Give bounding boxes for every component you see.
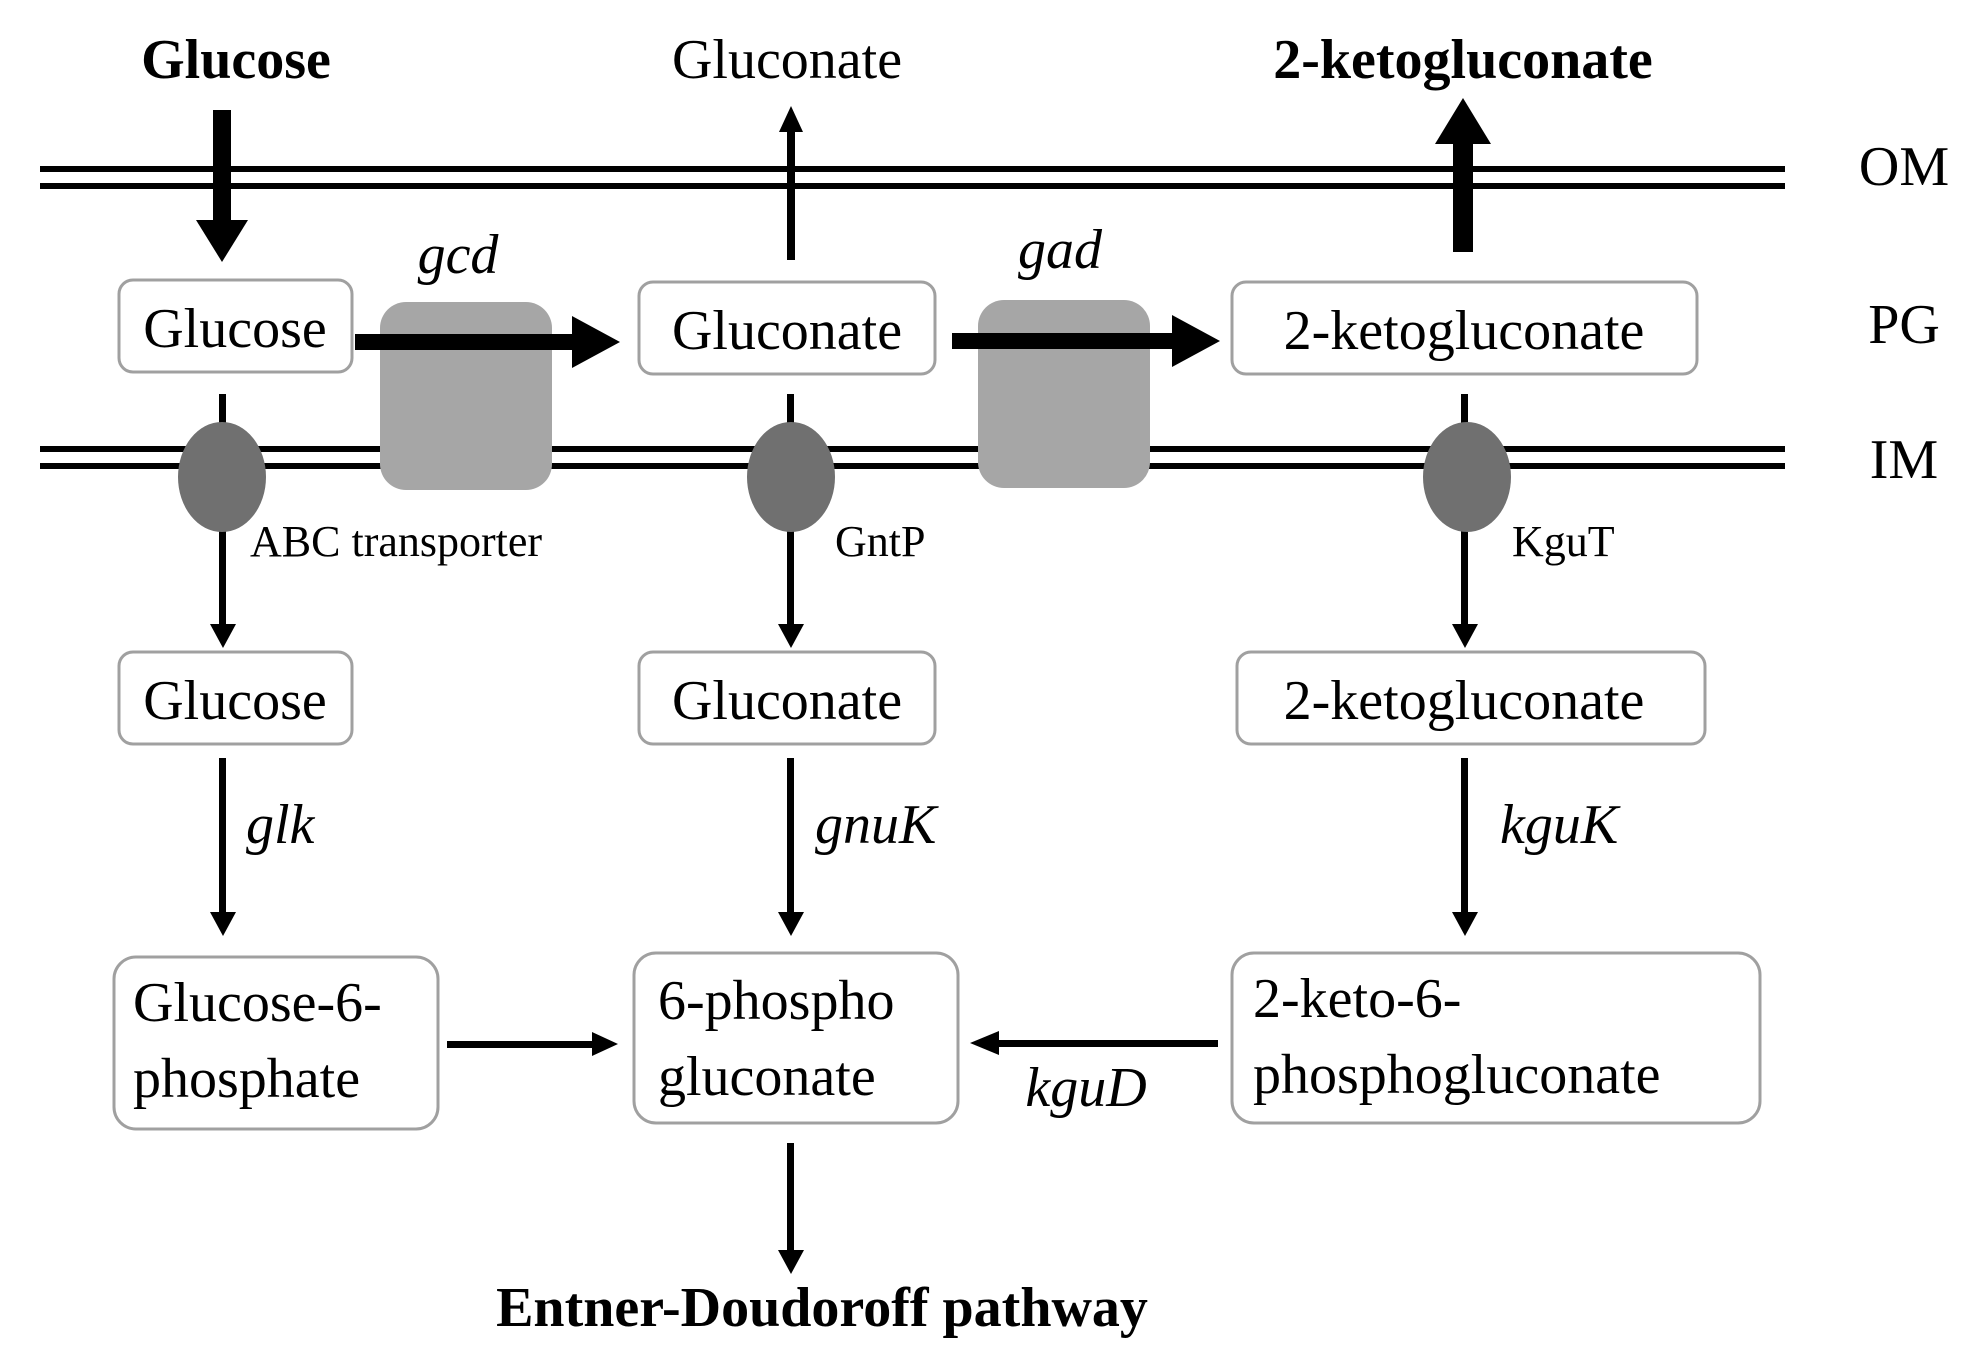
glucose-6-phosphate-node: Glucose-6- phosphate xyxy=(112,955,440,1131)
kguD-label: kguD xyxy=(1025,1057,1146,1119)
external-glucose-label: Glucose xyxy=(141,29,331,91)
kgut-transporter-ellipse xyxy=(1423,422,1511,532)
gad-label: gad xyxy=(1018,219,1103,281)
svg-text:2-ketogluconate: 2-ketogluconate xyxy=(1284,670,1645,732)
cytoplasm-gluconate-node: Gluconate xyxy=(637,650,937,746)
entner-doudoroff-pathway-label: Entner-Doudoroff pathway xyxy=(496,1277,1148,1339)
periplasm-glucose-node: Glucose xyxy=(117,278,354,374)
svg-text:Glucose: Glucose xyxy=(143,298,327,360)
svg-text:2-ketogluconate: 2-ketogluconate xyxy=(1284,300,1645,362)
svg-text:gluconate: gluconate xyxy=(658,1046,876,1108)
svg-text:Glucose: Glucose xyxy=(143,670,327,732)
gcd-arrow xyxy=(355,316,620,368)
kgut-label: KguT xyxy=(1512,517,1615,566)
periplasm-gluconate-node: Gluconate xyxy=(637,280,937,376)
layer-label-pg: PG xyxy=(1868,294,1940,356)
glucose-import-arrow xyxy=(196,110,248,262)
pathway-arrow xyxy=(778,1143,804,1274)
gad-arrow xyxy=(952,315,1220,367)
abc-transporter-ellipse xyxy=(178,422,266,532)
svg-text:2-keto-6-: 2-keto-6- xyxy=(1253,968,1461,1030)
svg-text:Glucose-6-: Glucose-6- xyxy=(133,972,382,1034)
glk-arrow xyxy=(210,758,236,936)
layer-label-om: OM xyxy=(1859,136,1949,198)
gnuK-arrow xyxy=(778,758,804,936)
cytoplasm-glucose-node: Glucose xyxy=(117,650,354,746)
kguK-arrow xyxy=(1452,758,1478,936)
g6p-to-6pg-arrow xyxy=(447,1032,618,1056)
outer-membrane xyxy=(40,166,1785,189)
ketogluconate-export-arrow xyxy=(1435,98,1491,252)
gntp-transporter-ellipse xyxy=(747,422,835,532)
svg-text:Gluconate: Gluconate xyxy=(672,670,902,732)
cytoplasm-ketogluconate-node: 2-ketogluconate xyxy=(1235,650,1707,746)
gcd-label: gcd xyxy=(418,224,500,286)
svg-text:phosphate: phosphate xyxy=(133,1048,360,1110)
gnuK-label: gnuK xyxy=(815,794,939,856)
glk-label: glk xyxy=(246,794,316,856)
kguK-label: kguK xyxy=(1500,794,1621,856)
external-ketogluconate-label: 2-ketogluconate xyxy=(1273,29,1653,91)
6-phosphogluconate-node: 6-phospho gluconate xyxy=(632,951,960,1125)
inner-membrane xyxy=(40,446,1785,469)
svg-text:Gluconate: Gluconate xyxy=(672,300,902,362)
gad-enzyme-square xyxy=(978,300,1150,488)
kguD-arrow xyxy=(970,1031,1218,1055)
external-gluconate-label: Gluconate xyxy=(672,29,902,91)
gluconate-export-arrow xyxy=(779,106,803,260)
2-keto-6-phosphogluconate-node: 2-keto-6- phosphogluconate xyxy=(1230,951,1762,1125)
svg-text:6-phospho: 6-phospho xyxy=(658,970,894,1032)
svg-text:phosphogluconate: phosphogluconate xyxy=(1253,1044,1660,1106)
abc-transporter-label: ABC transporter xyxy=(250,517,542,566)
layer-label-im: IM xyxy=(1870,429,1938,491)
gcd-enzyme-square xyxy=(380,302,552,490)
gntp-label: GntP xyxy=(835,517,925,566)
periplasm-ketogluconate-node: 2-ketogluconate xyxy=(1230,280,1699,376)
